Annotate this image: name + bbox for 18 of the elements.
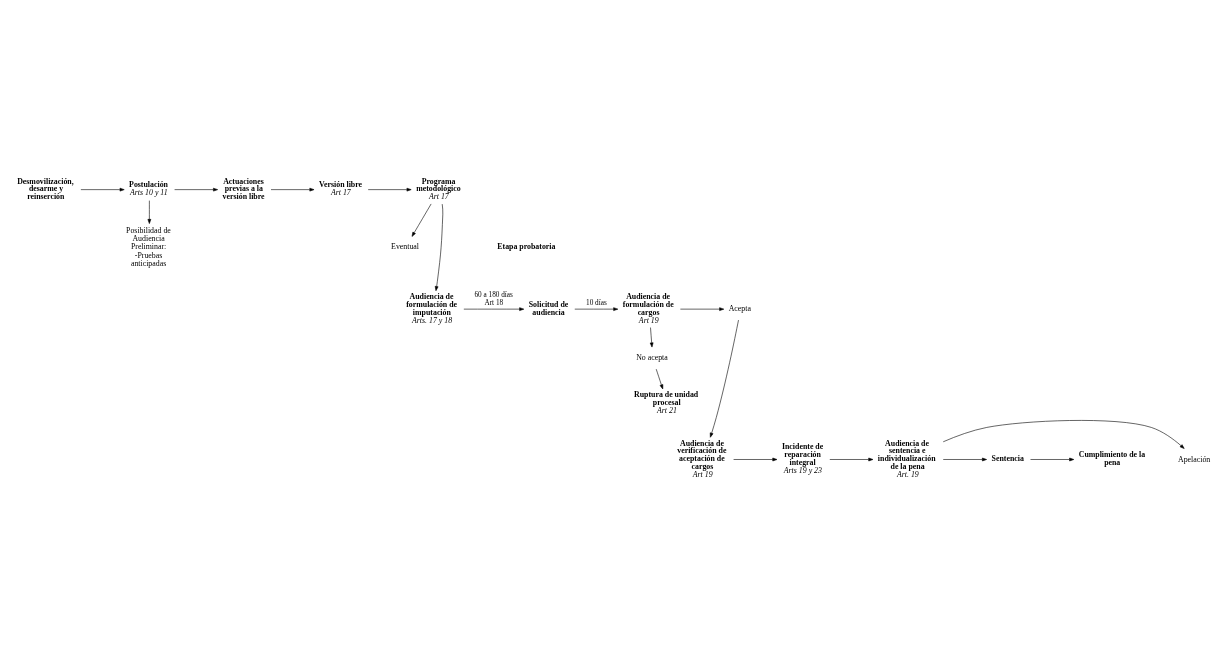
arrow [942,419,1185,449]
arrow [411,203,432,237]
arrow [174,187,218,191]
arrow [709,319,739,438]
arrow [649,326,654,347]
arrow [574,306,619,311]
arrow [367,187,412,191]
arrow [434,203,444,291]
arrow [463,306,525,311]
arrow [655,368,664,389]
arrow [733,457,778,461]
arrow [270,187,315,191]
arrow [680,306,725,311]
arrow [829,457,874,461]
arrow [147,199,152,224]
arrow [80,187,125,191]
arrow [1030,457,1075,461]
arrow [942,457,987,461]
